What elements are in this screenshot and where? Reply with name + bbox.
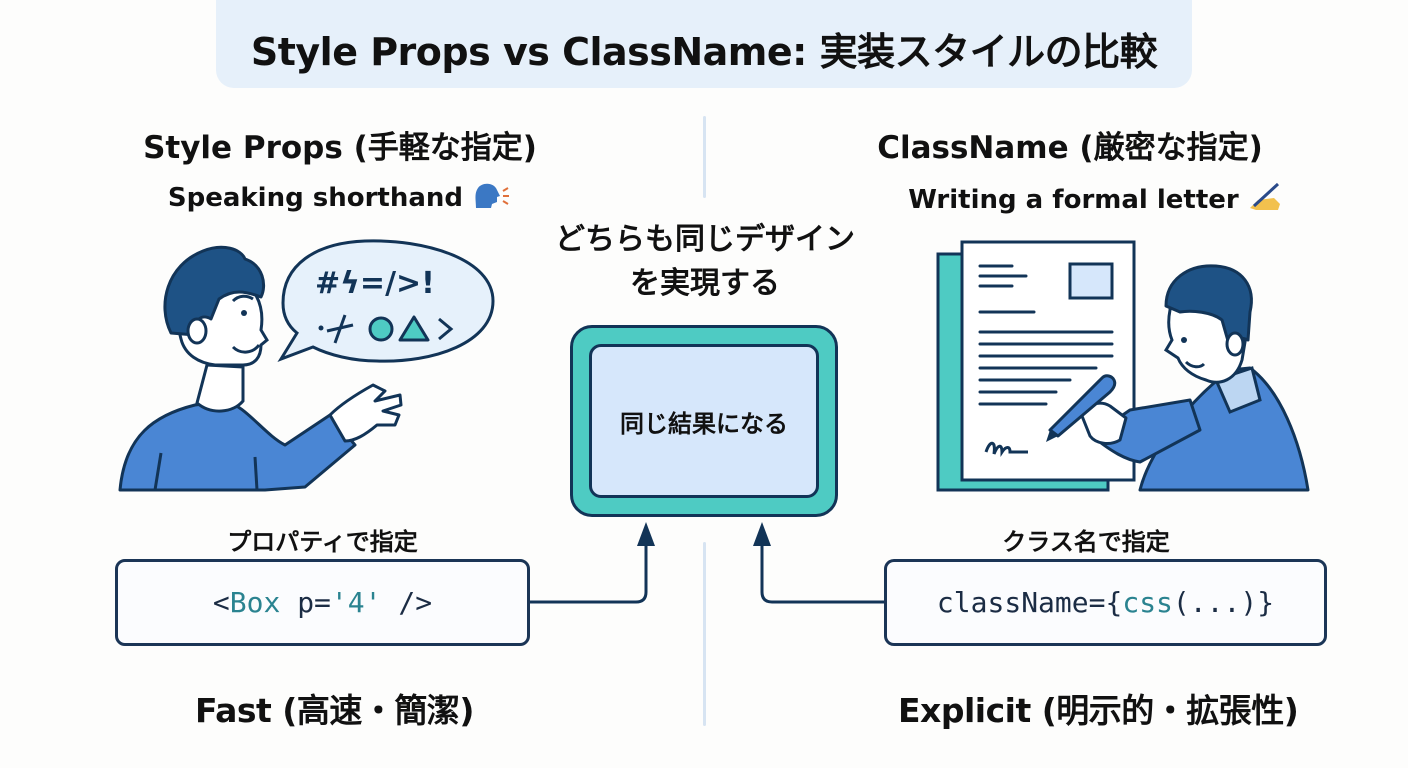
right-subheading-text: Writing a formal letter: [908, 185, 1239, 215]
left-subheading: Speaking shorthand: [100, 182, 580, 213]
right-footer: Explicit (明示的・拡張性): [898, 691, 1299, 730]
left-arrow-icon: [530, 522, 655, 604]
left-code-box: <Box p='4' />: [115, 559, 530, 646]
left-subheading-text: Speaking shorthand: [167, 183, 464, 213]
speaking-person-illustration: #ϟ=/>!: [118, 239, 495, 492]
left-footer: Fast (高速・簡潔): [195, 691, 474, 730]
speech-bubble: #ϟ=/>!: [277, 239, 495, 363]
svg-text:#ϟ=/>!: #ϟ=/>!: [315, 266, 435, 301]
center-divider-top: [703, 116, 706, 198]
center-heading: どちらも同じデザイン を実現する: [520, 218, 890, 306]
title-banner: Style Props vs ClassName: 実装スタイルの比較: [216, 0, 1192, 88]
left-code-snippet: <Box p='4' />: [212, 586, 433, 619]
right-subheading: Writing a formal letter: [855, 182, 1335, 215]
left-label: プロパティで指定: [227, 528, 418, 556]
right-label: クラス名で指定: [1002, 528, 1170, 556]
page-title: Style Props vs ClassName: 実装スタイルの比較: [250, 29, 1158, 74]
center-divider-bottom: [703, 542, 706, 726]
right-heading: ClassName (厳密な指定): [877, 130, 1263, 166]
center-heading-line1: どちらも同じデザイン: [555, 222, 855, 257]
right-code-box: className={css(...)}: [884, 559, 1327, 646]
writing-hand-icon: [1248, 182, 1282, 215]
right-code-snippet: className={css(...)}: [936, 586, 1275, 619]
result-box-text: 同じ結果になる: [620, 409, 788, 438]
center-heading-line2: を実現する: [630, 266, 780, 301]
left-heading: Style Props (手軽な指定): [143, 130, 537, 166]
speaking-head-icon: [472, 183, 512, 213]
right-arrow-icon: [753, 522, 886, 604]
result-box: 同じ結果になる: [570, 325, 838, 517]
writing-person-illustration: [936, 240, 1310, 492]
result-box-inner: 同じ結果になる: [589, 344, 819, 498]
